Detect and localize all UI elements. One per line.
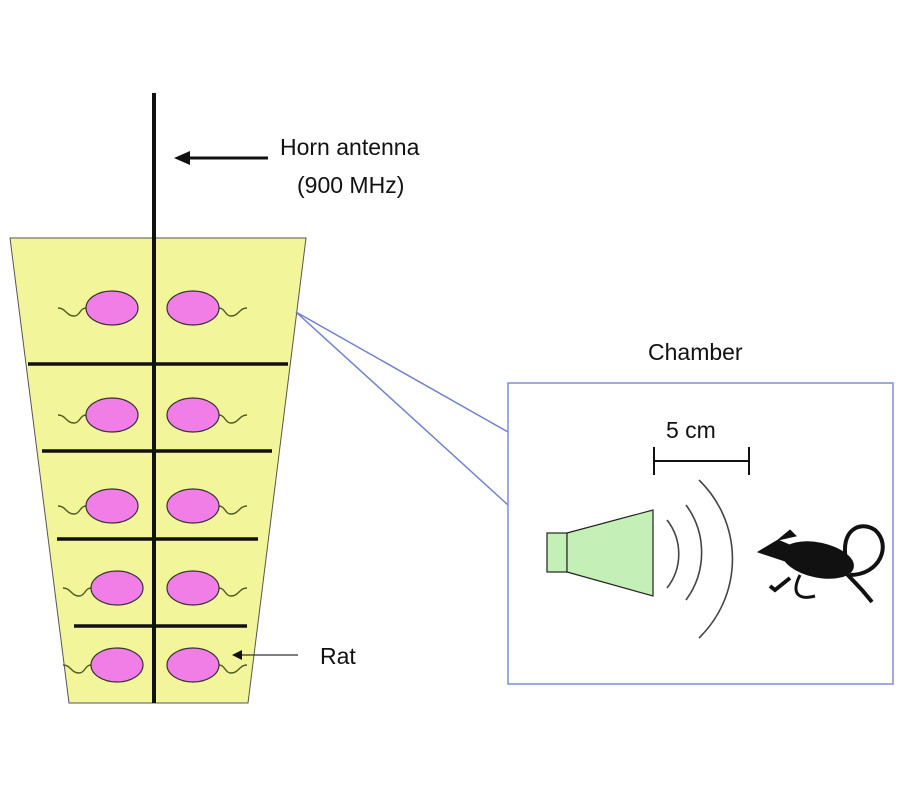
- rat-body: [166, 647, 220, 683]
- rat-tail: [218, 664, 248, 674]
- rat-tail: [62, 664, 92, 674]
- horn-waveguide: [546, 532, 568, 573]
- arrowhead-icon: [174, 151, 190, 165]
- cage-tower: [9, 237, 307, 704]
- scale-bar: [653, 447, 750, 475]
- antenna-frequency-label: (900 MHz): [297, 172, 405, 198]
- horn-antenna-icon: [566, 509, 654, 597]
- shelves: [28, 362, 288, 628]
- chamber-label: Chamber: [648, 339, 743, 365]
- rat-body: [85, 488, 139, 524]
- rat-silhouette-icon: [756, 524, 885, 604]
- zoom-line: [295, 311, 509, 433]
- rat-tail: [218, 505, 248, 515]
- rat-tail: [218, 587, 248, 597]
- rat-body: [90, 570, 144, 606]
- wave-icon: [666, 479, 734, 639]
- rat-tail: [57, 414, 87, 424]
- rat-body: [85, 290, 139, 326]
- antenna-label: Horn antenna: [280, 134, 420, 160]
- zoom-line: [295, 311, 509, 506]
- rat-body: [166, 570, 220, 606]
- rat-tail: [62, 587, 92, 597]
- rat-tail: [218, 414, 248, 424]
- rat-body: [90, 647, 144, 683]
- rat-body: [166, 290, 220, 326]
- arrowhead-icon: [232, 650, 242, 660]
- rat-body: [166, 397, 220, 433]
- rat-tail: [57, 307, 87, 317]
- distance-label: 5 cm: [666, 417, 716, 443]
- rat-tail: [57, 505, 87, 515]
- rat-tail: [218, 307, 248, 317]
- rat-body: [166, 488, 220, 524]
- rat-label: Rat: [320, 643, 356, 669]
- rat-body: [85, 397, 139, 433]
- rat-group: [57, 290, 248, 683]
